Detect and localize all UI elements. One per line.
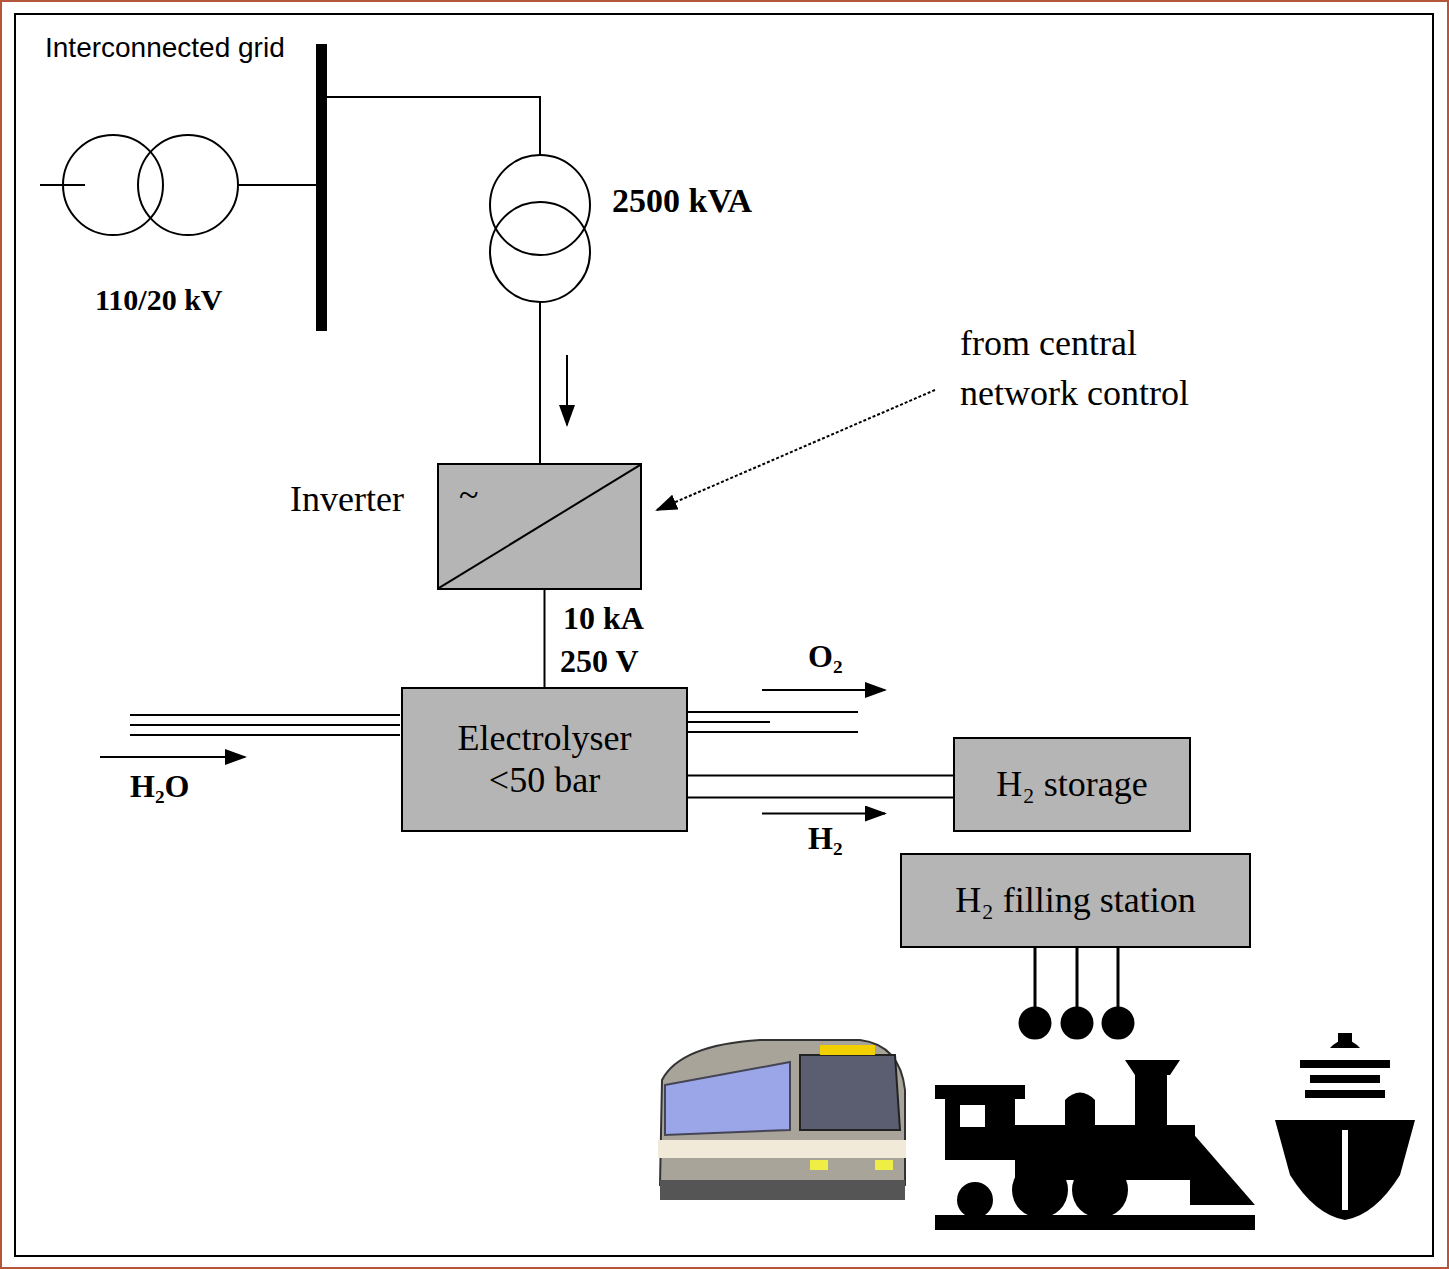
busbar [316, 44, 327, 331]
ship-icon [1275, 1033, 1415, 1220]
box-text: Electrolyser <50 bar [430, 718, 660, 801]
control-leader [657, 390, 935, 510]
connector [688, 776, 953, 814]
text-label: 10 kA [563, 600, 644, 637]
locomotive-icon [935, 1060, 1255, 1230]
text-label: H₂O [130, 768, 189, 805]
text-label: 2500 kVA [612, 182, 752, 220]
text-label: 110/20 kV [95, 283, 223, 317]
dispensers [1020, 948, 1133, 1038]
text-label: 250 V [560, 643, 639, 680]
bus-icon [658, 1040, 906, 1200]
ac-symbol: ~ [459, 475, 478, 516]
text-label: from central network control [960, 318, 1260, 419]
connector-line [688, 775, 953, 777]
inner-frame [15, 14, 1433, 1256]
water-inlet [100, 715, 400, 757]
connector-line [544, 590, 546, 687]
text-label: O₂ [808, 638, 842, 675]
box-text: H₂ storage [996, 764, 1148, 805]
process-box: H₂ storage [953, 737, 1191, 832]
box-heading: Inverter [290, 479, 404, 520]
oxygen-outlet [688, 690, 885, 732]
connector-line [762, 813, 885, 815]
process-box: Inverter~ [437, 463, 642, 590]
edge-label: H₂ [808, 820, 842, 857]
transformer-2500 [327, 97, 590, 463]
process-box: H₂ filling station [900, 853, 1251, 948]
grid-transformer [40, 135, 318, 235]
process-box: Electrolyser <50 bar [401, 687, 688, 832]
connector-line [688, 797, 953, 799]
text-label: Interconnected grid [45, 32, 285, 64]
box-text: H₂ filling station [955, 880, 1196, 921]
connector [544, 590, 545, 687]
